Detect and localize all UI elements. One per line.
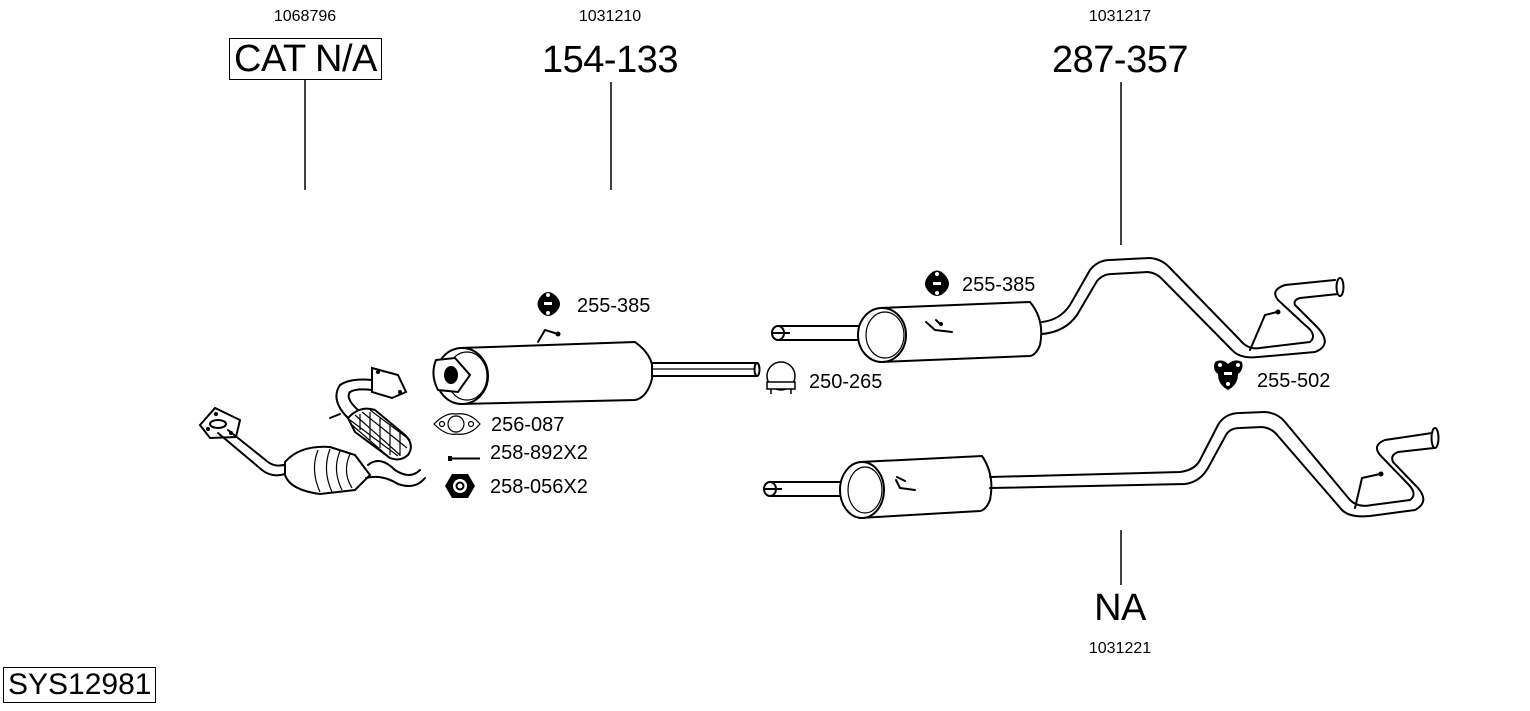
fitting-label-rubber-mount-3: 255-502 <box>1257 370 1331 392</box>
system-code-label: SYS12981 <box>3 667 157 703</box>
ref-number-front-silencer: 1031210 <box>578 8 642 25</box>
fitting-label-clamp: 250-265 <box>809 371 883 393</box>
fitting-label-gasket: 256-087 <box>491 414 565 436</box>
front-silencer-drawing <box>432 329 761 406</box>
part-number-alt-rear: NA <box>1094 587 1146 629</box>
catalytic-converter-drawing <box>198 366 426 496</box>
ref-number-cat: 1068796 <box>273 8 337 25</box>
middle-rear-drawing <box>771 257 1345 364</box>
fitting-label-bolt: 258-892X2 <box>490 442 588 464</box>
rubber-hanger-icon <box>537 292 560 316</box>
rubber-hanger-icon <box>925 270 949 296</box>
hex-nut-icon <box>445 474 475 498</box>
clamp-icon <box>766 361 796 394</box>
fitting-label-nut: 258-056X2 <box>490 476 588 498</box>
bolt-icon <box>448 456 480 461</box>
fitting-label-rubber-mount-2: 255-385 <box>962 274 1036 296</box>
part-number-front-silencer: 154-133 <box>542 39 678 81</box>
ref-number-middle-rear: 1031217 <box>1088 8 1152 25</box>
rubber-bracket-icon <box>1214 360 1243 390</box>
alt-rear-drawing <box>763 411 1440 520</box>
fitting-label-rubber-mount-1: 255-385 <box>577 295 651 317</box>
part-number-middle-rear: 287-357 <box>1052 39 1188 81</box>
part-number-cat: CAT N/A <box>229 38 382 80</box>
ref-number-alt-rear: 1031221 <box>1088 640 1152 657</box>
gasket-icon <box>433 413 481 435</box>
